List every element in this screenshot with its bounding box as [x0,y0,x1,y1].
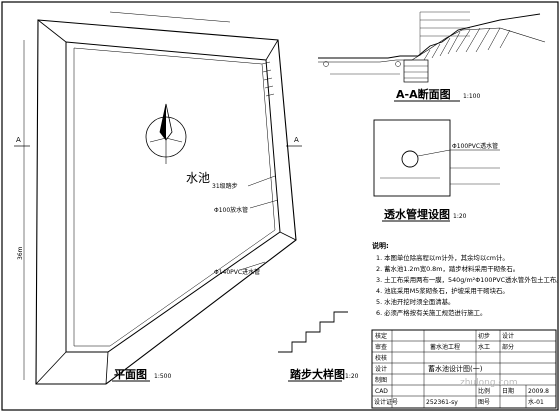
pipe-detail-title: 透水管埋设图 [384,207,450,221]
tb-drawing-name: 蓄水池设计图(一) [428,364,483,373]
pond-wall-line [73,47,276,347]
note-item: 3. 土工布采用两布一膜，540g/m²Φ100PVC透水管外包土工布。 [376,275,560,284]
steps-profile [278,311,348,353]
tb-project: 蓄水池工程 [430,343,460,351]
section-aa: A-A断面图 1:100 [318,11,546,102]
title-block: 核定 审查 校核 设计 制图 CAD 设计证号 252361-sy 图号 水-0… [371,329,557,409]
tb-draw: 制图 [375,376,387,384]
section-foundation-block [403,59,429,83]
tb-date: 2009.8 [528,388,549,395]
tb-dept: 水工 [478,343,490,351]
pipe-detail-scale: 1:20 [453,213,467,220]
pipe-leader [417,149,451,157]
tb-stage: 初步 [478,332,490,340]
plan-view: A A 36m 水池 31级踏步 Φ100放水管 Φ140PVC进水管 平面图 … [14,11,302,385]
left-dimension-label: 36m [17,246,24,260]
section-letter-left: A [16,136,21,144]
tb-dwg-no-label: 图号 [478,399,490,406]
callout-steps: 31级踏步 [212,182,238,190]
steps-title: 踏步大样图 [290,367,345,381]
corner-line [105,351,109,385]
section-pipe [323,61,329,67]
corner-line [279,231,297,241]
callout-outlet: Φ100放水管 [214,206,248,214]
leader-outlet [249,199,279,209]
tb-dwg-no: 水-01 [528,398,544,406]
compass-needle-fill [160,104,166,140]
steps-detail: 踏步大样图 1:20 [278,311,359,382]
north-arrow [145,103,187,164]
plan-title: 平面图 [114,368,147,381]
tb-design: 设计 [375,365,387,373]
notes: 说明: 1. 本图单位除高程以m计外，其余均以cm计。 2. 蓄水池1.2m宽0… [372,241,560,317]
note-item: 6. 必须严格按有关施工规范进行施工。 [376,308,486,317]
pond-label: 水池 [186,171,210,185]
tb-date-label: 日期 [502,387,514,395]
note-item: 2. 蓄水池1.2m宽0.8m，踏步材料采用干砌条石。 [376,264,519,273]
pipe-detail-frame [373,119,451,197]
tb-cad: CAD [375,388,388,395]
pipe-circle [401,150,419,168]
plan-scale: 1:500 [154,373,171,380]
pond-outer-outline [35,19,297,385]
section-pipe [395,61,401,67]
corner-line [35,351,67,385]
pond-inner-outline [65,41,281,353]
lining-line [318,27,546,63]
tb-approve: 核定 [375,332,387,340]
leader-pipe [239,261,266,271]
tb-check: 校核 [375,354,387,362]
pipe-detail: Φ100PVC透水管 透水管埋设图 1:20 [373,119,500,222]
note-item: 5. 水池开挖时须全面清基。 [376,297,454,306]
tb-cert: 设计证号 [374,398,398,406]
section-leaders [330,11,470,75]
watermark: zhulong.com [460,378,518,388]
tb-cert-no: 252361-sy [426,399,458,406]
top-dimension-line [109,11,231,23]
slope-hatching [423,27,511,61]
pipe-label: Φ100PVC透水管 [452,142,498,150]
notes-heading: 说明: [372,241,389,250]
tb-review: 审查 [375,343,387,351]
section-scale: 1:100 [463,93,480,100]
section-letter-right: A [294,136,299,144]
leader-steps [247,175,276,187]
tb-scale-label: 比例 [478,387,490,395]
corner-line [37,19,67,43]
callout-pipe: Φ140PVC进水管 [214,268,260,276]
plan-steps [261,61,275,97]
corner-line [265,39,279,61]
tb-dept-2: 部分 [502,343,514,351]
ground-surface [318,13,541,59]
note-item: 4. 池底采用M5浆砌条石，护坡采用干砌块石。 [376,286,509,295]
note-item: 1. 本图单位除高程以m计外，其余均以cm计。 [376,253,509,262]
tb-stage-2: 设计 [502,332,514,340]
steps-scale: 1:20 [345,373,359,380]
section-title: A-A断面图 [396,87,451,101]
